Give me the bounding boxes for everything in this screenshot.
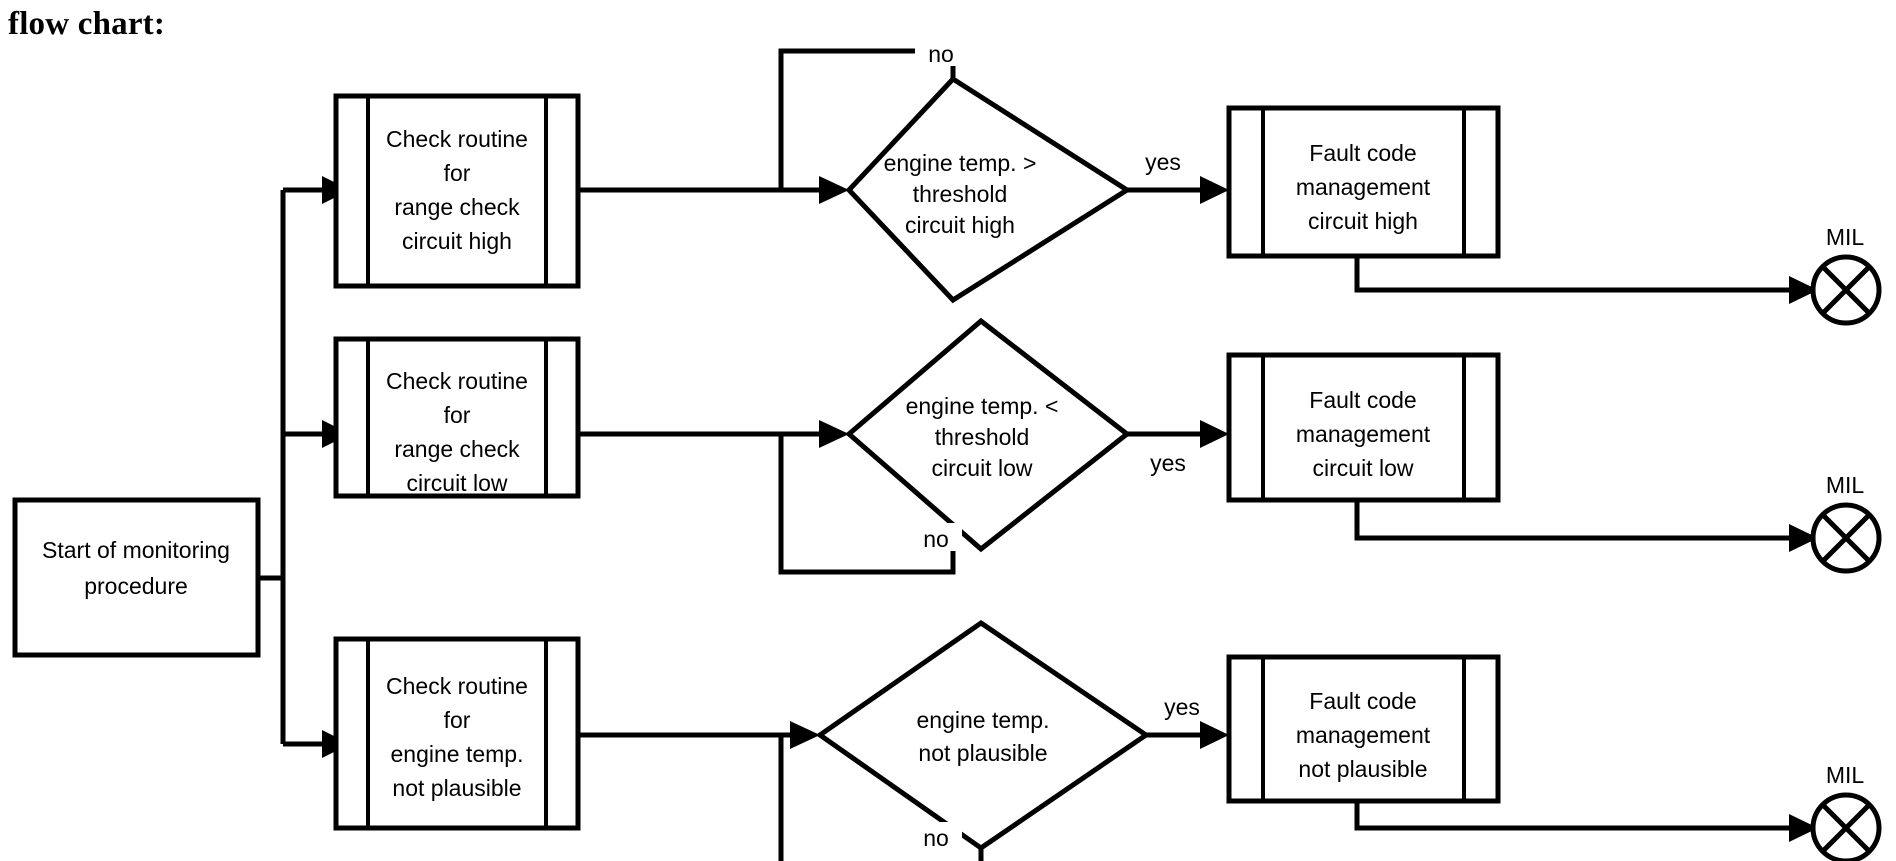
node-decision-plaus-line2: not plausible bbox=[918, 740, 1047, 766]
edge-label-yes-high: yes bbox=[1145, 149, 1181, 175]
node-check-routine-circuit-low[interactable]: Check routine for range check circuit lo… bbox=[333, 336, 581, 499]
node-decision-not-plausible[interactable]: engine temp. not plausible bbox=[815, 619, 1151, 852]
edge-check-plaus-to-decision-plaus bbox=[578, 721, 820, 749]
node-check-high-line2: for bbox=[444, 160, 471, 186]
node-check-plaus-line3: engine temp. bbox=[391, 741, 524, 767]
node-check-routine-not-plausible[interactable]: Check routine for engine temp. not plaus… bbox=[333, 636, 581, 831]
node-fault-plaus-line1: Fault code bbox=[1309, 688, 1416, 714]
mil-label-plaus: MIL bbox=[1826, 762, 1865, 788]
node-check-low-line3: range check bbox=[394, 436, 520, 462]
node-fault-high-line2: management bbox=[1296, 174, 1431, 200]
node-check-high-line1: Check routine bbox=[386, 126, 528, 152]
node-fault-plaus-line2: management bbox=[1296, 722, 1431, 748]
page-title: flow chart: bbox=[8, 6, 166, 42]
edge-label-yes-plaus-text: yes bbox=[1164, 694, 1200, 720]
node-fault-plaus-line3: not plausible bbox=[1298, 756, 1427, 782]
edge-label-no-low: no bbox=[910, 523, 962, 552]
node-check-plaus-line1: Check routine bbox=[386, 673, 528, 699]
edge-fault-plaus-to-mil bbox=[1354, 801, 1818, 842]
edge-check-high-to-decision-high bbox=[578, 176, 849, 204]
mil-lamp-circuit-high[interactable]: MIL bbox=[1810, 224, 1882, 326]
node-check-high-line3: range check bbox=[394, 194, 520, 220]
node-decision-low-line3: circuit low bbox=[932, 455, 1033, 481]
node-fault-high-line3: circuit high bbox=[1308, 208, 1418, 234]
edge-label-yes-low-text: yes bbox=[1150, 450, 1186, 476]
edge-decision-plaus-yes bbox=[1146, 721, 1229, 749]
node-start-line2: procedure bbox=[84, 573, 188, 599]
node-fault-code-not-plausible[interactable]: Fault code management not plausible bbox=[1226, 654, 1501, 804]
edge-label-yes-plaus: yes bbox=[1164, 694, 1200, 720]
node-check-routine-circuit-high[interactable]: Check routine for range check circuit hi… bbox=[333, 93, 581, 289]
edge-label-no-plaus-text: no bbox=[923, 825, 949, 851]
edge-fault-high-to-mil bbox=[1354, 256, 1818, 304]
edge-decision-plaus-no-loop bbox=[778, 735, 984, 861]
edge-label-no-plaus: no bbox=[910, 822, 962, 851]
node-fault-low-line1: Fault code bbox=[1309, 387, 1416, 413]
edge-label-no-low-text: no bbox=[923, 526, 949, 552]
mil-label-high: MIL bbox=[1826, 224, 1865, 250]
edge-decision-low-no-loop bbox=[778, 434, 956, 575]
node-check-low-line2: for bbox=[444, 402, 471, 428]
node-decision-low-line2: threshold bbox=[935, 424, 1030, 450]
edge-start-trunk bbox=[258, 190, 286, 744]
edge-label-no-high-text: no bbox=[928, 41, 954, 67]
node-decision-circuit-low[interactable]: engine temp. < threshold circuit low bbox=[845, 317, 1132, 553]
node-fault-low-line2: management bbox=[1296, 421, 1431, 447]
node-check-high-line4: circuit high bbox=[402, 228, 512, 254]
mil-lamp-not-plausible[interactable]: MIL bbox=[1810, 762, 1882, 861]
node-decision-high-line3: circuit high bbox=[905, 212, 1015, 238]
node-decision-low-line1: engine temp. < bbox=[906, 393, 1059, 419]
node-fault-high-line1: Fault code bbox=[1309, 140, 1416, 166]
edge-label-yes-low: yes bbox=[1150, 450, 1186, 476]
node-check-plaus-line4: not plausible bbox=[392, 775, 521, 801]
node-start-line1: Start of monitoring bbox=[42, 537, 230, 563]
node-fault-low-line3: circuit low bbox=[1313, 455, 1414, 481]
node-decision-high-line2: threshold bbox=[913, 181, 1008, 207]
node-check-low-line4: circuit low bbox=[407, 470, 508, 496]
edge-label-no-high: no bbox=[915, 38, 967, 67]
edge-check-low-to-decision-low bbox=[578, 420, 849, 448]
mil-lamp-circuit-low[interactable]: MIL bbox=[1810, 472, 1882, 574]
node-decision-high-line1: engine temp. > bbox=[884, 150, 1037, 176]
node-fault-code-circuit-low[interactable]: Fault code management circuit low bbox=[1226, 352, 1501, 503]
node-check-plaus-line2: for bbox=[444, 707, 471, 733]
edge-decision-low-yes bbox=[1127, 420, 1229, 448]
edge-label-yes-high-text: yes bbox=[1145, 149, 1181, 175]
node-decision-plaus-line1: engine temp. bbox=[917, 707, 1050, 733]
node-decision-circuit-high[interactable]: engine temp. > threshold circuit high bbox=[845, 75, 1132, 304]
node-fault-code-circuit-high[interactable]: Fault code management circuit high bbox=[1226, 105, 1501, 259]
mil-label-low: MIL bbox=[1826, 472, 1865, 498]
edge-fault-low-to-mil bbox=[1354, 500, 1818, 552]
node-start[interactable]: Start of monitoring procedure bbox=[12, 497, 261, 658]
edge-decision-high-yes bbox=[1127, 176, 1229, 204]
node-check-low-line1: Check routine bbox=[386, 368, 528, 394]
